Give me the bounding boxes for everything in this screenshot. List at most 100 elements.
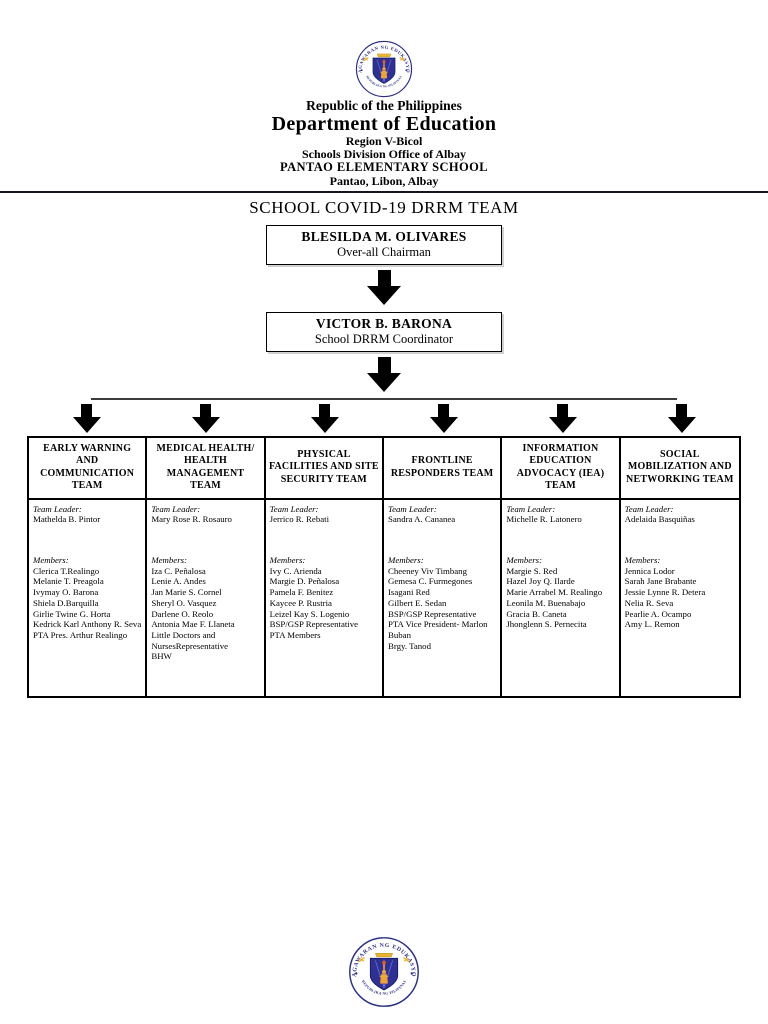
arrow-stem	[438, 403, 449, 417]
arrow-down-icon	[543, 403, 583, 433]
member-name: Leizel Kay S. Logenio	[269, 608, 350, 619]
member-name: Gracia B. Caneta	[506, 608, 567, 619]
member-name: Lenie A. Andes	[151, 576, 206, 587]
member-name: Isagani Red	[388, 587, 430, 598]
arrow-down-icon	[364, 356, 404, 392]
member-name: Brgy. Tanod	[388, 640, 431, 651]
member-name: PTA Vice President- Marlon Buban	[388, 619, 488, 640]
member-name: Ivymay O. Barona	[33, 587, 99, 598]
member-name: BSP/GSP Representative	[269, 619, 359, 630]
member-name: Cheeney Viv Timbang	[388, 565, 467, 576]
team-leader-name: Michelle R. Latonero	[506, 514, 582, 525]
members-label: Members:	[33, 554, 69, 565]
member-name: Sarah Jane Brabante	[624, 576, 697, 587]
member-name: PTA Pres. Arthur Realingo	[33, 630, 128, 640]
member-name: Jhonglenn S. Pernecita	[506, 619, 587, 630]
member-name: PTA Members	[269, 630, 321, 640]
member-name: Pearlie A. Ocampo	[624, 608, 692, 619]
letterhead-region: Region V-Bicol	[345, 134, 423, 149]
team-leader-name: Mary Rose R. Rosauro	[151, 514, 232, 525]
arrow-down-icon	[424, 403, 464, 433]
member-name: Margie D. Peñalosa	[269, 576, 340, 587]
member-name: Shiela D.Barquilla	[33, 597, 99, 608]
member-name: Clerica T.Realingo	[33, 565, 100, 576]
team-leader-label: Team Leader:	[269, 503, 319, 514]
member-name: Antonia Mae F. Llaneta	[151, 619, 235, 630]
team-name: MEDICAL HEALTH/ HEALTH MANAGEMENT TEAM	[147, 438, 264, 500]
member-name: Jan Marie S. Cornel	[151, 587, 222, 598]
team-cell: Team Leader: Jerrico R. Rebati Members: …	[266, 500, 382, 696]
team-leader-label: Team Leader:	[33, 503, 82, 514]
arrow-stem	[676, 403, 687, 417]
arrow-stem	[557, 403, 568, 417]
arrow-stem	[377, 356, 391, 373]
arrow-stem	[319, 403, 330, 417]
member-name: Pamela F. Benitez	[269, 587, 334, 598]
member-name: Girlie Twine G. Horta	[33, 608, 111, 619]
team-cell: Team Leader: Mary Rose R. Rosauro Member…	[147, 500, 263, 696]
team-cell: Team Leader: Mathelda B. Pintor Members:…	[29, 500, 145, 696]
arrow-stem	[81, 403, 92, 417]
arrow-down-icon	[67, 403, 107, 433]
branch-connector-line	[91, 397, 677, 400]
member-name: BHW	[151, 651, 172, 662]
page-title: SCHOOL COVID-19 DRRM TEAM	[249, 197, 519, 217]
members-label: Members:	[269, 554, 306, 565]
team-cell: Team Leader: Sandra A. Cananea Members: …	[384, 500, 500, 696]
arrow-down-icon	[364, 269, 404, 305]
team-leader-label: Team Leader:	[506, 503, 556, 514]
member-name: Gemesa C. Furmegones	[388, 576, 473, 587]
team-column-frontline-responders: FRONTLINE RESPONDERS TEAM Team Leader: S…	[384, 437, 503, 696]
team-column-physical-facilities: PHYSICAL FACILITIES AND SITE SECURITY TE…	[265, 437, 384, 696]
arrow-down-icon	[662, 403, 702, 433]
team-name: PHYSICAL FACILITIES AND SITE SECURITY TE…	[265, 438, 382, 500]
team-leader-name: Mathelda B. Pintor	[33, 514, 101, 525]
member-name: Jennica Lodor	[624, 565, 675, 576]
member-name: BSP/GSP Representative	[388, 608, 477, 619]
arrow-head	[667, 416, 696, 433]
branch-arrows-row	[27, 403, 741, 433]
chairman-role: Over-all Chairman	[337, 244, 431, 259]
member-name: Little Doctors and NursesRepresentative	[151, 630, 229, 651]
members-label: Members:	[151, 554, 187, 565]
deped-seal-icon: KAGAWARAN NG EDUKASYON REPUBLIKA NG PILI…	[355, 40, 413, 98]
member-name: Jessie Lynne R. Detera	[624, 587, 706, 598]
member-name: Leonila M. Buenabajo	[506, 597, 586, 608]
team-leader-label: Team Leader:	[151, 503, 201, 514]
chairman-box: BLESILDA M. OLIVARES Over-all Chairman	[266, 224, 502, 265]
letterhead-department: Department of Education	[271, 112, 497, 135]
member-name: Gilbert E. Sedan	[388, 597, 447, 608]
coordinator-box: VICTOR B. BARONA School DRRM Coordinator	[266, 311, 502, 352]
team-leader-label: Team Leader:	[388, 503, 437, 514]
member-name: Melanie T. Preagola	[33, 576, 104, 587]
members-label: Members:	[506, 554, 542, 565]
arrow-head	[548, 416, 577, 433]
letterhead: KAGAWARAN NG EDUKASYON REPUBLIKA NG PILI…	[0, 0, 768, 188]
arrow-stem	[200, 403, 211, 417]
team-cell: Team Leader: Adelaida Basquiñas Members:…	[621, 500, 739, 696]
team-cell: Team Leader: Michelle R. Latonero Member…	[502, 500, 618, 696]
member-name: Marie Arrabel M. Realingo	[506, 587, 603, 598]
chairman-name: BLESILDA M. OLIVARES	[301, 228, 467, 244]
team-leader-name: Jerrico R. Rebati	[269, 514, 330, 525]
letterhead-address: Pantao, Libon, Albay	[329, 173, 439, 188]
letterhead-school: PANTAO ELEMENTARY SCHOOL	[279, 160, 489, 175]
member-name: Kaycee P. Rustria	[269, 597, 332, 608]
member-name: Hazel Joy Q. Ilarde	[506, 576, 575, 587]
team-column-iea: INFORMATION EDUCATION ADVOCACY (IEA) TEA…	[502, 437, 621, 696]
member-name: Iza C. Peñalosa	[151, 565, 206, 576]
arrow-head	[367, 285, 401, 305]
member-name: Margie S. Red	[506, 565, 558, 576]
coordinator-name: VICTOR B. BARONA	[315, 315, 453, 331]
team-leader-label: Team Leader:	[624, 503, 674, 514]
arrow-down-icon	[186, 403, 226, 433]
teams-table: EARLY WARNING AND COMMUNICATION TEAM Tea…	[27, 435, 741, 698]
letterhead-country: Republic of the Philippines	[306, 98, 462, 113]
team-column-medical-health: MEDICAL HEALTH/ HEALTH MANAGEMENT TEAM T…	[147, 437, 266, 696]
